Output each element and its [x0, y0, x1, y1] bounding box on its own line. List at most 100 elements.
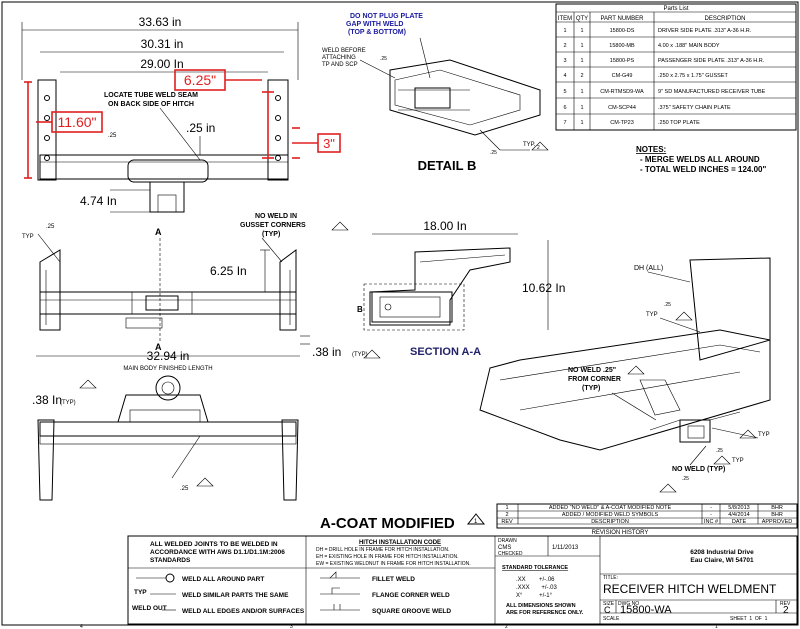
weld-size-label: .25	[108, 133, 117, 139]
parts-list-cell: CM-TP23	[610, 120, 634, 126]
svg-text:A: A	[155, 227, 162, 237]
parts-list-cell: CM-G49	[612, 73, 633, 79]
parts-list-cell: .250 TOP PLATE	[658, 120, 700, 126]
top-view: 33.63 in 30.31 in 29.00 In LOCATE TUBE W…	[21, 15, 341, 213]
svg-text:TYP.: TYP.	[523, 142, 536, 148]
parts-list-header: QTY	[576, 16, 588, 22]
svg-text:3: 3	[290, 624, 293, 629]
svg-text:WELD OUT: WELD OUT	[132, 605, 167, 612]
dim-overall-width: 33.63 in	[139, 15, 182, 29]
parts-list-cell: 2	[563, 43, 566, 49]
svg-text:.25: .25	[716, 448, 723, 454]
parts-list-cell: 1	[580, 120, 583, 126]
company-address-2: Eau Claire, WI 54701	[690, 557, 754, 564]
revision-cell: 4/4/2014	[728, 512, 749, 518]
revision-header: INC #	[704, 519, 719, 525]
svg-text:WELD ALL EDGES AND/OR SURFACES: WELD ALL EDGES AND/OR SURFACES	[182, 608, 305, 615]
svg-text:DWG NO: DWG NO	[618, 601, 639, 607]
svg-text:TYP: TYP	[758, 432, 770, 438]
svg-text:4: 4	[80, 624, 83, 629]
parts-list-header: DESCRIPTION	[704, 16, 745, 22]
svg-text:2: 2	[537, 145, 540, 151]
revision-cell: -	[710, 505, 712, 511]
svg-text:REV: REV	[780, 601, 791, 607]
no-weld-note: NO WELD (TYP)	[672, 466, 725, 473]
svg-text:FILLET WELD: FILLET WELD	[372, 576, 415, 583]
svg-text:EH = EXISTING HOLE IN FRAME FO: EH = EXISTING HOLE IN FRAME FOR HITCH IN…	[316, 554, 458, 560]
parts-list-cell: .250 x 2.75 x 1.75" GUSSET	[658, 73, 728, 79]
bolt-width-value: 6.25"	[184, 72, 216, 88]
revision-cell: 1	[505, 505, 508, 511]
parts-list-cell: DRIVER SIDE PLATE .313" A-36 H.R.	[658, 28, 752, 34]
dim-weld-offset: .25 in	[186, 121, 215, 135]
svg-text:1: 1	[474, 519, 478, 525]
revision-cell: 2	[505, 512, 508, 518]
svg-text:.25: .25	[664, 302, 671, 308]
revision-cell: BHR	[771, 512, 783, 518]
parts-list-cell: 1	[580, 58, 583, 64]
parts-list-cell: 4.00 x .188" MAIN BODY	[658, 43, 720, 49]
parts-list-cell: 3	[563, 58, 566, 64]
parts-list-cell: .375" SAFETY CHAIN PLATE	[658, 105, 731, 111]
parts-list-cell: 15800-MB	[609, 43, 635, 49]
svg-text:FLANGE CORNER WELD: FLANGE CORNER WELD	[372, 592, 450, 599]
svg-text:TYP: TYP	[646, 312, 658, 318]
parts-list-cell: 1	[580, 28, 583, 34]
svg-text:EW = EXISTING WELDNUT IN FRAME: EW = EXISTING WELDNUT IN FRAME FOR HITCH…	[316, 561, 471, 567]
svg-text:SCALE: SCALE	[603, 616, 620, 622]
bolt-spacing-value: 3"	[323, 136, 335, 151]
svg-text:SQUARE GROOVE WELD: SQUARE GROOVE WELD	[372, 608, 451, 615]
dh-all-label: DH (ALL)	[634, 265, 663, 272]
section-aa-title: SECTION A-A	[410, 346, 481, 358]
weld-standards-note: ALL WELDED JOINTS TO BE WELDED IN ACCORD…	[150, 541, 287, 564]
svg-text:TITLE:: TITLE:	[603, 575, 618, 581]
svg-text:(TYP): (TYP)	[60, 400, 76, 406]
detail-b-title: DETAIL B	[418, 158, 477, 173]
svg-text:.25: .25	[46, 224, 55, 230]
company-address-1: 6208 Industrial Drive	[690, 549, 754, 556]
svg-text:B: B	[357, 305, 363, 314]
parts-list-cell: 7	[563, 120, 566, 126]
note-1: - MERGE WELDS ALL AROUND	[640, 155, 760, 164]
svg-text:STANDARD TOLERANCE: STANDARD TOLERANCE	[502, 565, 568, 571]
svg-text:.25: .25	[490, 150, 497, 156]
parts-list-cell: 2	[580, 73, 583, 79]
revision-title: REVISION HISTORY	[592, 530, 649, 536]
parts-list-header: PART NUMBER	[600, 16, 644, 22]
no-weld-corner-note: NO WELD .25"FROM CORNER(TYP)	[568, 367, 621, 392]
drawing-title: RECEIVER HITCH WELDMENT	[603, 582, 777, 596]
parts-list-cell: 4	[563, 73, 566, 79]
parts-list-header: ITEM	[558, 16, 572, 22]
svg-text:.XXX +/-.03: .XXX +/-.03	[516, 585, 558, 591]
bolt-height-value: 11.60"	[58, 114, 97, 130]
svg-text:DRAWN: DRAWN	[498, 538, 517, 544]
revision-cell: BHR	[771, 505, 783, 511]
svg-text:.XX +/-.06: .XX +/-.06	[516, 577, 555, 583]
revision-cell: ADDED "NO WELD" & A-COAT MODIFIED NOTE	[549, 505, 672, 511]
bottom-view: .38 In (TYP) .25	[32, 375, 299, 501]
revision-header: REV	[501, 519, 513, 525]
parts-list-cell: PASSENGER SIDE PLATE .313" A-36 H.R.	[658, 58, 765, 64]
dim-front-height: 6.25 In	[210, 264, 247, 278]
svg-text:TYP: TYP	[732, 458, 744, 464]
dim-main-body: 32.94 in	[147, 349, 190, 363]
svg-text:WELD ALL AROUND PART: WELD ALL AROUND PART	[182, 576, 264, 583]
revision-history: 1 ADDED "NO WELD" & A-COAT MODIFIED NOTE -…	[496, 503, 798, 536]
dim-front-offset: .38 in	[312, 345, 341, 359]
revision-cell: ADDED / MODIFIED WELD SYMBOLS	[562, 512, 659, 518]
svg-text:2: 2	[505, 624, 508, 629]
svg-text:.25: .25	[380, 56, 387, 62]
parts-list-cell: 5	[563, 89, 566, 95]
svg-text:SIZE: SIZE	[603, 601, 615, 607]
drawing-size: C	[604, 605, 611, 615]
